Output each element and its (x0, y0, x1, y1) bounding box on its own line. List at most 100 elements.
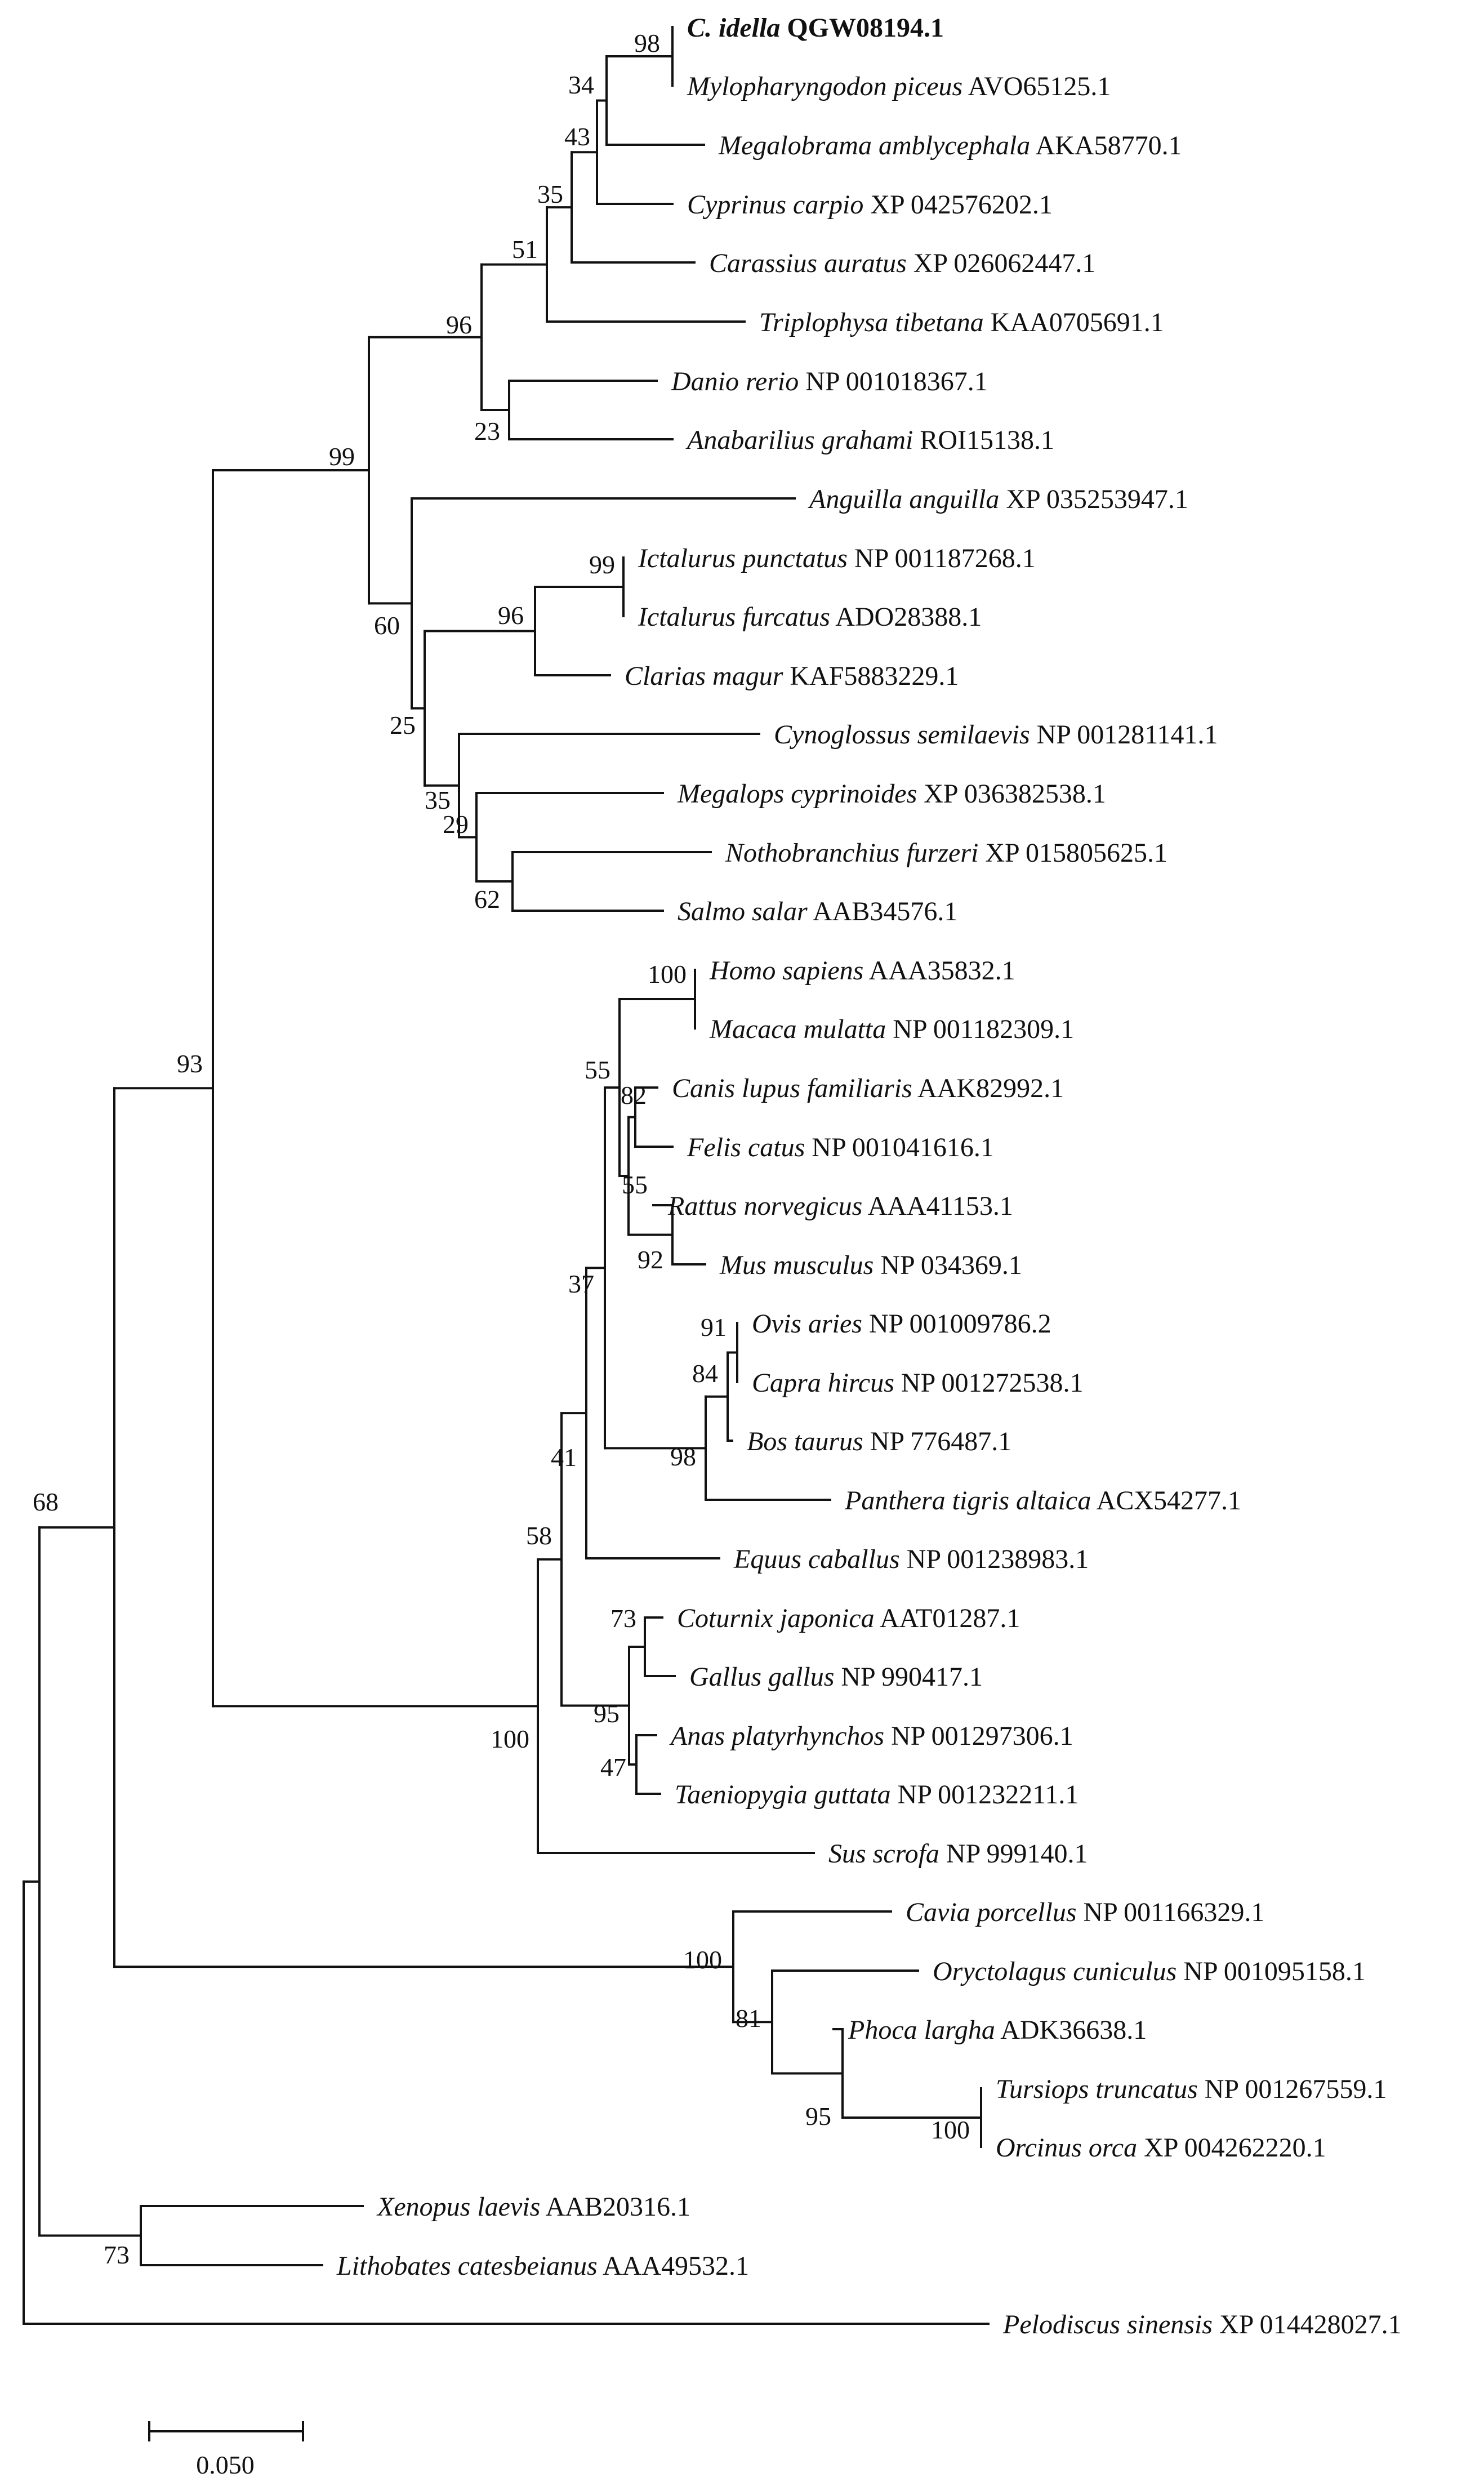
taxon-label-orcinus: Orcinus orca XP 004262220.1 (996, 2133, 1326, 2163)
accession-number: AAA35832.1 (863, 956, 1015, 986)
species-name: Anabarilius grahami (685, 425, 913, 455)
scale-bar: 0.050 (148, 2421, 304, 2479)
bootstrap-value: 58 (526, 1521, 552, 1550)
taxon-label-homo: Homo sapiens AAA35832.1 (709, 956, 1015, 986)
taxon-label-mylopharyngodon: Mylopharyngodon piceus AVO65125.1 (687, 72, 1111, 101)
species-name: C. idella (687, 13, 780, 43)
accession-number: NP 001187268.1 (848, 543, 1036, 573)
accession-number: XP 015805625.1 (978, 838, 1167, 868)
accession-number: AAB34576.1 (808, 897, 958, 926)
bootstrap-value: 55 (585, 1055, 610, 1084)
species-name: Xenopus laevis (376, 2192, 540, 2222)
bootstrap-value: 100 (648, 960, 687, 988)
taxon-label-equus: Equus caballus NP 001238983.1 (733, 1544, 1089, 1574)
bootstrap-value: 35 (537, 180, 563, 208)
bootstrap-value: 95 (805, 2102, 831, 2131)
bootstrap-value: 55 (622, 1170, 648, 1199)
species-name: Felis catus (687, 1133, 805, 1162)
taxon-label-ictalurus-punctatus: Ictalurus punctatus NP 001187268.1 (638, 543, 1036, 573)
taxon-label-gallus: Gallus gallus NP 990417.1 (689, 1662, 983, 1692)
taxon-label-cavia: Cavia porcellus NP 001166329.1 (906, 1897, 1264, 1927)
accession-number: NP 001018367.1 (799, 367, 988, 396)
taxon-label-ictalurus-furcatus: Ictalurus furcatus ADO28388.1 (638, 602, 982, 632)
bootstrap-value: 73 (610, 1604, 636, 1633)
tree-branches (23, 26, 990, 2325)
bootstrap-value: 47 (600, 1753, 626, 1781)
taxon-label-ovis: Ovis aries NP 001009786.2 (752, 1309, 1051, 1339)
bootstrap-value: 100 (931, 2115, 970, 2144)
species-name: Cynoglossus semilaevis (774, 720, 1030, 750)
accession-number: NP 001182309.1 (886, 1014, 1074, 1044)
species-name: Oryctolagus cuniculus (933, 1957, 1176, 1986)
taxon-label-megalobrama: Megalobrama amblycephala AKA58770.1 (718, 131, 1182, 161)
bootstrap-value: 81 (736, 2004, 761, 2033)
species-name: Bos taurus (747, 1427, 863, 1456)
taxon-label-megalops: Megalops cyprinoides XP 036382538.1 (677, 779, 1106, 809)
accession-number: NP 001238983.1 (900, 1544, 1089, 1574)
accession-number: NP 001297306.1 (884, 1721, 1073, 1751)
bootstrap-value: 100 (491, 1725, 529, 1753)
accession-number: AAA41153.1 (862, 1191, 1013, 1221)
species-name: Ictalurus punctatus (638, 543, 848, 573)
bootstrap-value: 98 (634, 29, 660, 57)
species-name: Equus caballus (733, 1544, 900, 1574)
accession-number: NP 001281141.1 (1030, 720, 1218, 750)
species-name: Lithobates catesbeianus (336, 2251, 598, 2281)
accession-number: KAA0705691.1 (984, 308, 1164, 337)
bootstrap-value: 68 (33, 1487, 59, 1516)
species-name: Megalobrama amblycephala (718, 131, 1030, 161)
species-name: Ictalurus furcatus (638, 602, 830, 632)
species-name: Canis lupus familiaris (672, 1073, 912, 1103)
species-name: Carassius auratus (709, 248, 907, 278)
bootstrap-value: 41 (551, 1443, 577, 1472)
bootstrap-value: 84 (692, 1359, 718, 1388)
accession-number: XP 035253947.1 (999, 484, 1188, 514)
bootstrap-value: 96 (498, 601, 524, 630)
accession-number: AAB20316.1 (540, 2192, 690, 2222)
taxon-label-cyprinus: Cyprinus carpio XP 042576202.1 (687, 190, 1053, 220)
taxon-label-macaca: Macaca mulatta NP 001182309.1 (709, 1014, 1074, 1044)
accession-number: NP 776487.1 (863, 1427, 1012, 1456)
species-name: Ovis aries (752, 1309, 862, 1339)
bootstrap-value: 23 (474, 417, 500, 445)
bootstrap-value: 37 (568, 1269, 594, 1298)
accession-number: XP 026062447.1 (907, 248, 1096, 278)
accession-number: AAT01287.1 (875, 1603, 1020, 1633)
bootstrap-value: 60 (374, 611, 400, 640)
bootstrap-value: 92 (638, 1245, 663, 1274)
species-name: Clarias magur (625, 661, 783, 691)
taxon-label-coturnix: Coturnix japonica AAT01287.1 (677, 1603, 1020, 1633)
taxon-label-phoca: Phoca largha ADK36638.1 (848, 2015, 1147, 2045)
accession-number: NP 001041616.1 (805, 1133, 994, 1162)
bootstrap-value: 29 (443, 810, 469, 839)
accession-number: NP 001166329.1 (1077, 1897, 1265, 1927)
accession-number: NP 001232211.1 (891, 1780, 1079, 1810)
taxon-label-clarias: Clarias magur KAF5883229.1 (625, 661, 959, 691)
species-name: Sus scrofa (828, 1839, 939, 1869)
taxon-label-nothobranchius: Nothobranchius furzeri XP 015805625.1 (725, 838, 1167, 868)
species-name: Anas platyrhynchos (669, 1721, 884, 1751)
bootstrap-value: 25 (390, 711, 416, 739)
species-name: Phoca largha (848, 2015, 995, 2045)
taxon-label-rattus: Rattus norvegicus AAA41153.1 (667, 1191, 1013, 1221)
species-name: Capra hircus (752, 1368, 894, 1398)
taxon-label-taeniopygia: Taeniopygia guttata NP 001232211.1 (675, 1780, 1079, 1810)
taxon-label-canis: Canis lupus familiaris AAK82992.1 (672, 1073, 1064, 1103)
taxon-label-salmo: Salmo salar AAB34576.1 (678, 897, 957, 926)
accession-number: ADK36638.1 (995, 2015, 1147, 2045)
species-name: Megalops cyprinoides (677, 779, 917, 809)
accession-number: XP 014428027.1 (1213, 2310, 1402, 2340)
accession-number: AAK82992.1 (912, 1073, 1064, 1103)
taxon-label-panthera: Panthera tigris altaica ACX54277.1 (844, 1486, 1241, 1516)
species-name: Cyprinus carpio (687, 190, 863, 220)
taxon-label-felis: Felis catus NP 001041616.1 (687, 1133, 994, 1162)
accession-number: ACX54277.1 (1091, 1486, 1241, 1516)
bootstrap-value: 34 (568, 70, 594, 99)
species-name: Mylopharyngodon piceus (687, 72, 962, 101)
species-name: Tursiops truncatus (996, 2074, 1198, 2104)
taxon-label-cynoglossus: Cynoglossus semilaevis NP 001281141.1 (774, 720, 1218, 750)
bootstrap-value: 95 (594, 1699, 620, 1728)
bootstrap-value: 99 (589, 550, 615, 579)
